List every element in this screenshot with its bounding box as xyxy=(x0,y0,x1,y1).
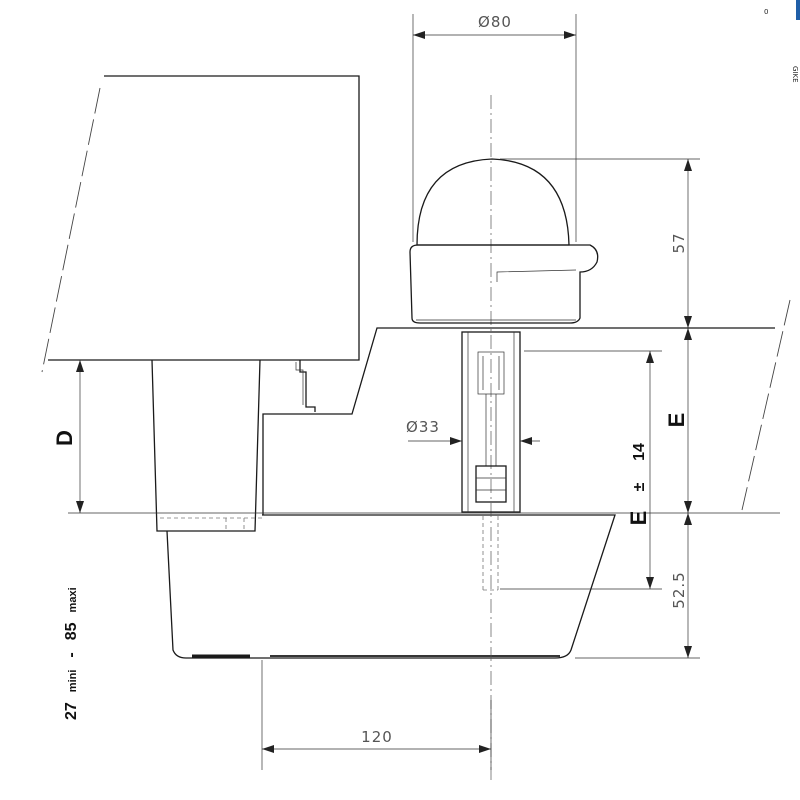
ground-line-right xyxy=(741,299,791,511)
tube xyxy=(461,331,521,591)
dim-d-label: D xyxy=(52,430,77,446)
dim-width xyxy=(261,660,492,770)
dim-lower-height xyxy=(575,513,700,659)
dim-e-right-label: E xyxy=(664,413,689,428)
range-min-word: mini xyxy=(67,670,79,693)
dim-d xyxy=(76,360,84,513)
range-label: 27 mini - 85 maxi xyxy=(63,587,80,720)
dim-e-right xyxy=(684,328,692,513)
dim-tube-diameter xyxy=(408,437,540,445)
dim-width-label: 120 xyxy=(361,728,393,746)
range-min-value: 27 xyxy=(63,702,80,720)
dim-lower-height-label: 52.5 xyxy=(670,571,688,608)
corner-mark-side: GIKE xyxy=(791,66,799,83)
dim-plus-minus-label: ± xyxy=(631,482,648,491)
dim-e-lower-label: E xyxy=(626,511,651,526)
dim-dome-height-label: 57 xyxy=(670,232,688,253)
corner-accent xyxy=(796,0,800,20)
left-block xyxy=(41,75,360,373)
range-separator: - xyxy=(63,652,80,657)
dim-top-diameter-label: Ø80 xyxy=(478,13,512,31)
dim-14-label: 14 xyxy=(631,443,648,461)
corner-mark-top: 0 xyxy=(764,8,768,16)
range-max-word: maxi xyxy=(67,587,79,612)
dim-tube-diameter-label: Ø33 xyxy=(406,418,440,436)
dim-e-inner xyxy=(500,350,662,590)
lower-tray xyxy=(160,514,616,659)
left-stem xyxy=(151,359,316,532)
mid-body xyxy=(262,327,775,515)
range-max-value: 85 xyxy=(63,622,80,640)
dim-top-diameter xyxy=(412,14,577,242)
dim-dome-height xyxy=(500,158,700,328)
dome-assembly xyxy=(409,158,599,324)
